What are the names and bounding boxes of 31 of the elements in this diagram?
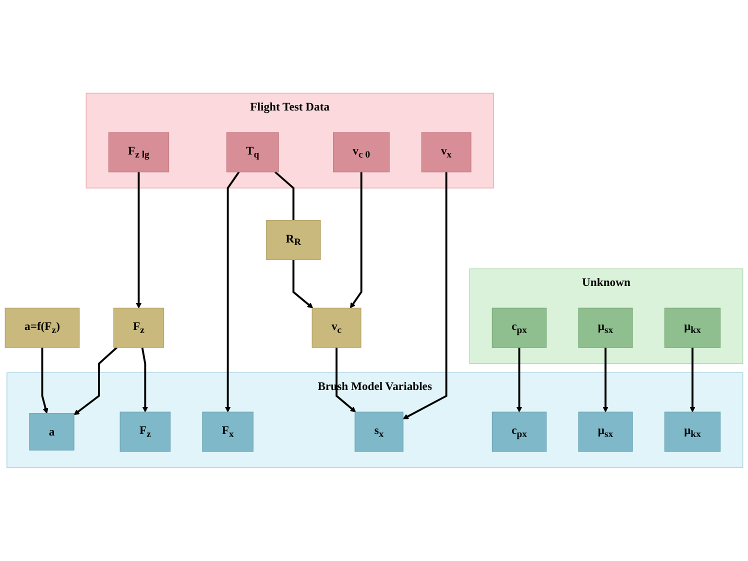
node-box: c$_{px}$ [492,412,547,452]
arrow [350,172,362,308]
node-box: c$_{px}$ [492,308,547,348]
node-box: μ$_{sx}$ [578,412,633,452]
arrow [690,348,696,412]
node-box: v$_{c 0}$ [333,132,390,172]
arrow [602,348,608,412]
arrow [516,348,522,412]
node-box: μ$_{kx}$ [664,308,721,348]
node-box: a=f(F$_{z}$) [4,308,80,348]
arrow [41,348,48,414]
node-box: μ$_{sx}$ [578,308,633,348]
node-box: F$_{z lg}$ [108,132,170,172]
node-box: v$_{x}$ [421,132,472,172]
node-box: a [29,413,74,451]
arrow [224,172,240,412]
node-box: v$_{c}$ [312,308,362,348]
node-box: F$_{z}$ [113,308,164,348]
node-box: T$_{q}$ [226,132,279,172]
node-box: μ$_{kx}$ [664,412,721,452]
arrow [141,347,148,412]
arrow [136,172,142,308]
arrow [336,348,356,412]
connector [274,171,294,220]
node-box: R$_{R}$ [266,220,321,260]
node-box: F$_{x}$ [202,412,254,452]
node-box: F$_{z}$ [120,412,171,452]
arrow [402,172,448,420]
arrow [74,346,118,416]
arrow [292,260,314,308]
node-box: s$_{x}$ [354,412,404,452]
